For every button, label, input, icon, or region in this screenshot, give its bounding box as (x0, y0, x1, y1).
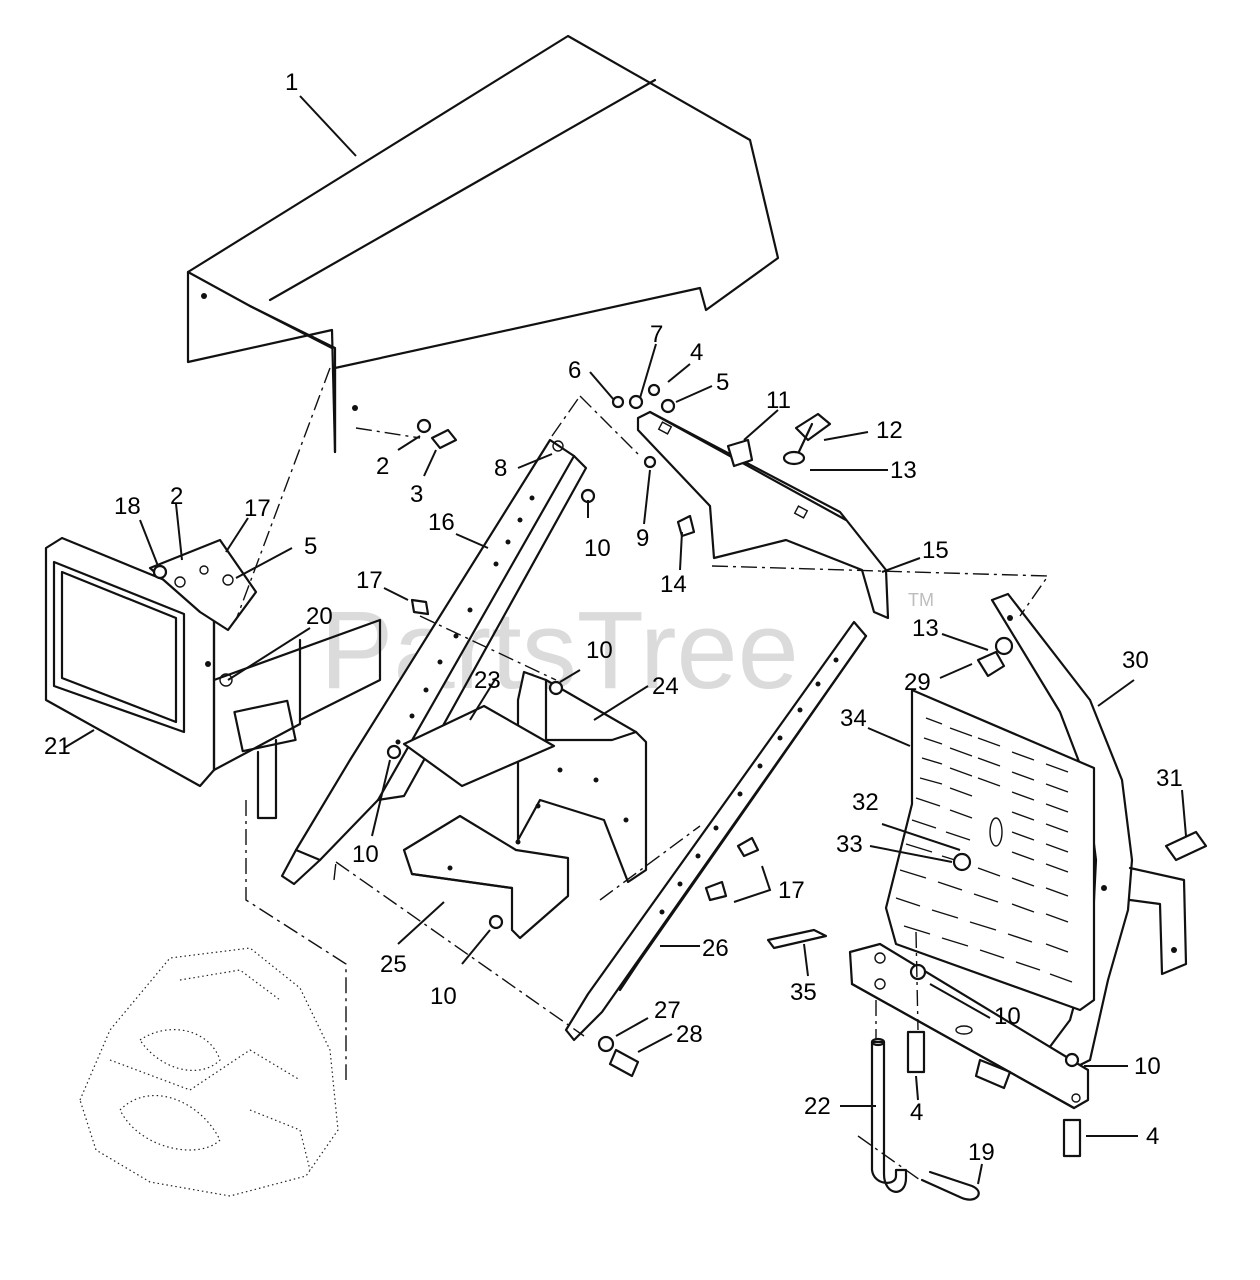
callout-10: 10 (994, 1003, 1021, 1030)
callout-4: 4 (690, 339, 703, 366)
callout-17: 17 (778, 877, 805, 904)
headlight-bracket (148, 538, 258, 687)
callout-6: 6 (568, 357, 581, 384)
callout-17: 17 (244, 495, 271, 522)
upper-cross-bracket (636, 410, 890, 620)
watermark-trademark: TM (908, 590, 934, 610)
callout-21: 21 (44, 733, 71, 760)
hitch-pin (870, 1037, 908, 1193)
spacer-11 (726, 438, 754, 468)
hood-cover (186, 34, 780, 454)
lower-bracket (402, 814, 570, 940)
callout-10: 10 (584, 535, 611, 562)
side-rail-left (280, 438, 588, 886)
callout-4: 4 (1146, 1123, 1159, 1150)
grille-screen (884, 688, 1096, 1012)
callout-29: 29 (904, 669, 931, 696)
callout-31: 31 (1156, 765, 1183, 792)
callout-27: 27 (654, 997, 681, 1024)
callout-5: 5 (304, 533, 317, 560)
nut-29 (976, 636, 1014, 678)
callout-28: 28 (676, 1021, 703, 1048)
side-rail-right (564, 620, 868, 1042)
hitch-plate (848, 942, 1090, 1110)
callout-19: 19 (968, 1139, 995, 1166)
callout-1: 1 (285, 69, 298, 96)
callout-13: 13 (890, 457, 917, 484)
callout-25: 25 (380, 951, 407, 978)
fasteners (152, 383, 1208, 1158)
cotter-pin (920, 1170, 980, 1201)
callout-8: 8 (494, 455, 507, 482)
bolt-3 (416, 418, 458, 450)
callout-10: 10 (586, 637, 613, 664)
callout-26: 26 (702, 935, 729, 962)
callout-24: 24 (652, 673, 679, 700)
callout-10: 10 (430, 983, 457, 1010)
callout-10: 10 (1134, 1053, 1161, 1080)
bolt-12 (782, 412, 832, 466)
callout-2: 2 (376, 453, 389, 480)
grille-slots (895, 717, 1073, 983)
callout-34: 34 (840, 705, 867, 732)
callout-33: 33 (836, 831, 863, 858)
bolt-31 (1164, 830, 1208, 862)
callout-15: 15 (922, 537, 949, 564)
bolt-4-center (906, 1030, 926, 1074)
headlight-housing (44, 536, 382, 820)
callout-2: 2 (170, 483, 183, 510)
nuts-10 (386, 488, 1080, 1068)
callout-30: 30 (1122, 647, 1149, 674)
callout-3: 3 (410, 481, 423, 508)
callout-20: 20 (306, 603, 333, 630)
callout-18: 18 (114, 493, 141, 520)
callout-35: 35 (790, 979, 817, 1006)
engine-block-outline (79, 947, 339, 1197)
callout-7: 7 (650, 321, 663, 348)
pad (402, 704, 556, 788)
callout-10: 10 (352, 841, 379, 868)
callout-12: 12 (876, 417, 903, 444)
leader-lines (63, 95, 1187, 1185)
callout-16: 16 (428, 509, 455, 536)
handle-rod (766, 928, 828, 950)
bolt-28 (597, 1035, 640, 1078)
rail-holes-right (659, 657, 839, 915)
callout-14: 14 (660, 571, 687, 598)
callout-4: 4 (910, 1099, 923, 1126)
phantom-lines (235, 367, 1050, 1181)
callout-32: 32 (852, 789, 879, 816)
callout-labels: 1 2 3 6 7 4 5 11 12 13 8 9 10 18 2 17 5 … (44, 69, 1183, 1166)
rail-holes-left (395, 495, 535, 745)
callout-5: 5 (716, 369, 729, 396)
callout-23: 23 (474, 667, 501, 694)
callout-17: 17 (356, 567, 383, 594)
callout-22: 22 (804, 1093, 831, 1120)
small-hardware (152, 383, 972, 902)
bolt-4-right (1062, 1118, 1082, 1158)
callout-9: 9 (636, 525, 649, 552)
callout-13: 13 (912, 615, 939, 642)
callout-11: 11 (766, 387, 791, 414)
